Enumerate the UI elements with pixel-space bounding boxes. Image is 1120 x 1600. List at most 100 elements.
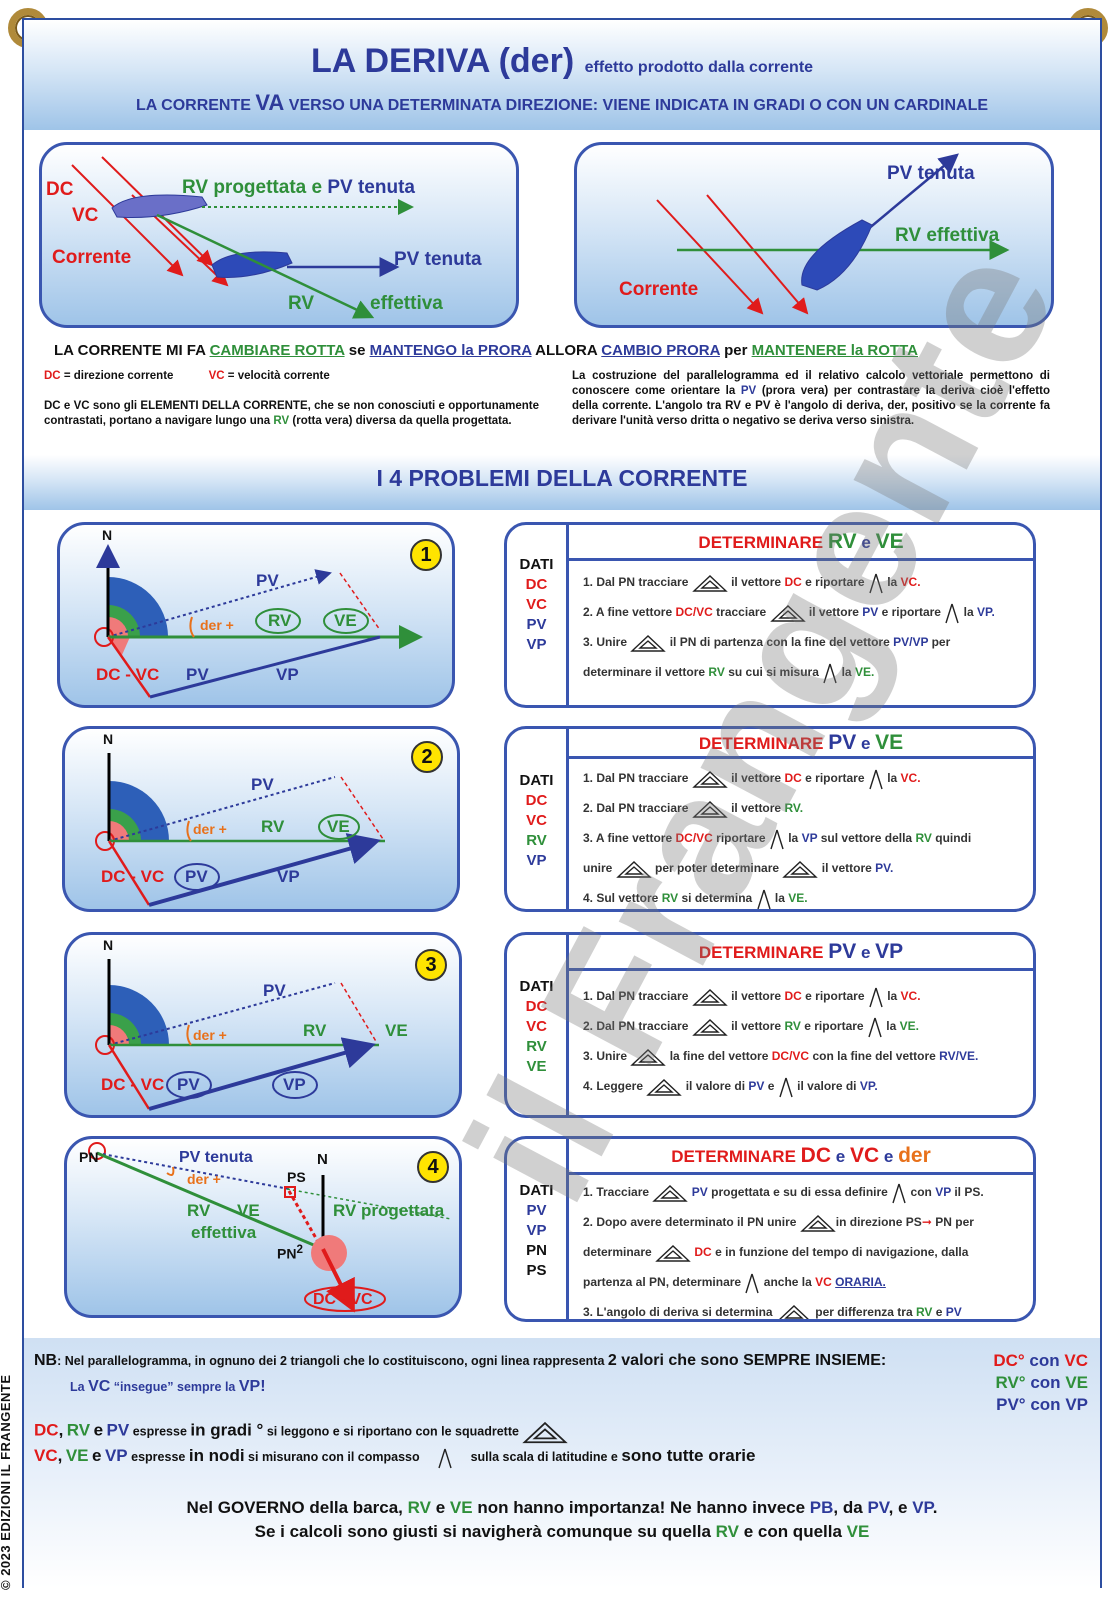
nb-text-b: 2 valori che sono SEMPRE INSIEME:	[607, 1352, 887, 1369]
head-k3: der	[898, 1144, 931, 1167]
head-k1: DC	[800, 1144, 831, 1167]
head-determinare: DETERMINARE	[698, 533, 824, 552]
rv-prog-text: RV progettata e	[182, 177, 323, 198]
pv-tenuta-label: PV tenuta	[394, 249, 482, 270]
pv-tenuta-label-2: PV tenuta	[887, 163, 975, 184]
rv-label: RV	[288, 293, 315, 314]
step-key: VP.	[859, 1079, 878, 1093]
ps-label: PS	[287, 1169, 306, 1185]
step-key: RV.	[784, 801, 804, 815]
dc-line	[106, 636, 152, 698]
rule-d: MANTENGO la PRORA	[369, 342, 532, 359]
nodi-comma: ,	[57, 1446, 63, 1465]
head-k1: RV	[827, 530, 857, 553]
diagram-rotta-panel: DC VC Corrente RV progettata e PV tenuta…	[39, 142, 519, 328]
step-text: la	[887, 771, 898, 785]
dati-label: DATI	[519, 1182, 554, 1199]
pair-con: con	[1029, 1351, 1060, 1370]
vc-label: VC	[72, 205, 99, 226]
step-text: 3. A fine vettore	[583, 831, 673, 845]
boat-projected-icon	[111, 194, 208, 218]
nb-line-2: La VC “insegue” sempre la VP!	[70, 1378, 266, 1396]
head-e: e	[860, 734, 871, 753]
dati-item: DC	[525, 998, 548, 1015]
head-k2: VP	[875, 940, 904, 963]
set-square-icon	[778, 1304, 809, 1319]
step-key: VP	[801, 831, 818, 845]
compass-icon	[770, 829, 784, 850]
gradi-line: DC, RV e PV espresse in gradi ° si leggo…	[34, 1420, 569, 1444]
head-k1: PV	[828, 731, 857, 754]
problem-4-svg	[88, 1142, 452, 1313]
definitions: DC = direzione corrente VC = velocità co…	[44, 369, 534, 384]
step-5: 3. L'angolo di deriva si determina per d…	[583, 1297, 1023, 1319]
step-text: 4. Sul vettore	[583, 891, 659, 905]
footer-notes: NB: Nel parallelogramma, in ognuno dei 2…	[24, 1338, 1100, 1588]
step-text: 1. Dal PN tracciare	[583, 989, 689, 1003]
vp-parallel	[339, 572, 381, 631]
problem-1-diagram: N 1 PV der + RV VE DC - VC PV VP	[57, 522, 455, 708]
current-line-b	[706, 194, 809, 315]
step-4: determinare il vettore RV su cui si misu…	[583, 657, 1023, 687]
dati-column: DATI PV VP PN PS	[507, 1139, 569, 1319]
pv2-line	[149, 635, 381, 699]
step-text: il PN di partenza con la fine del vettor…	[669, 635, 890, 649]
problem-number: 2	[411, 741, 443, 773]
set-square-icon	[691, 770, 728, 788]
pv-label: PV	[263, 981, 286, 1000]
step-text: il valore di	[685, 1079, 746, 1093]
rule-b: CAMBIARE ROTTA	[209, 342, 345, 359]
title-main: LA DERIVA (der)	[310, 42, 575, 80]
rule-g: per	[724, 342, 748, 359]
gradi-pv: PV	[106, 1420, 130, 1440]
der-label: der +	[193, 821, 227, 837]
nodi-orarie: sono tutte orarie	[621, 1446, 756, 1465]
pair-key: VP	[1065, 1395, 1088, 1414]
step-5: 4. Sul vettore RV si determina la VE.	[583, 883, 1023, 909]
nodi-ve: VE	[65, 1446, 89, 1465]
gov1-b: RV	[407, 1498, 431, 1517]
vp-parallel	[340, 776, 384, 840]
box-head: DETERMINARE DC e VC e der	[569, 1139, 1033, 1175]
step-key: VP.	[977, 605, 995, 619]
dati-column: DATI DC VC RV VE	[507, 935, 569, 1115]
gov1-j: VP	[912, 1498, 933, 1517]
box-head: DETERMINARE RV e VE	[569, 525, 1033, 561]
def-vc-text: = velocità corrente	[227, 370, 330, 382]
nodi-e: e	[92, 1446, 102, 1465]
step-key: DC/VC	[675, 831, 713, 845]
problem-2-svg	[95, 753, 385, 907]
rv-progettata-label: RV progettata	[333, 1201, 445, 1220]
pv-line	[107, 569, 332, 638]
dati-label: DATI	[519, 772, 554, 789]
dati-column: DATI DC VC PV VP	[507, 525, 569, 705]
step-text: 1. Dal PN tracciare	[583, 771, 689, 785]
gradi-dc: DC	[34, 1420, 59, 1440]
step-text: il vettore	[731, 575, 782, 589]
problem-3-diagram: N 3 PV der + RV VE DC - VC PV VP	[64, 932, 462, 1118]
step-text: la	[887, 575, 898, 589]
step-text: per	[931, 635, 951, 649]
gov1-e: non hanno importanza! Ne hanno invece	[477, 1498, 806, 1517]
dati-item: VP	[526, 852, 547, 869]
step-key: DC	[784, 771, 802, 785]
pv2-label: PV	[185, 867, 208, 886]
step-text: e in funzione del tempo di navigazione, …	[715, 1245, 969, 1259]
head-k2: VE	[875, 530, 904, 553]
step-text: determinare	[583, 1245, 652, 1259]
step-text: la	[841, 665, 852, 679]
step-4: partenza al PN, determinare anche la VC …	[583, 1267, 1023, 1297]
step-2: 2. Dal PN tracciare il vettore RV.	[583, 793, 1023, 823]
step-key: VE.	[899, 1019, 919, 1033]
rule-f: CAMBIO PRORA	[601, 342, 720, 359]
rv-label: RV	[187, 1201, 211, 1220]
dati-label: DATI	[519, 556, 554, 573]
problem-number: 3	[415, 949, 447, 981]
step-key: PN	[935, 1215, 952, 1229]
step-text: progettata e su di essa definire	[711, 1185, 888, 1199]
head-e: e	[861, 533, 871, 552]
step-key: VP	[935, 1185, 951, 1199]
set-square-icon	[630, 634, 667, 652]
step-1: 1. Dal PN tracciare il vettore DC e ripo…	[583, 981, 1023, 1011]
der-label: der +	[200, 617, 234, 633]
